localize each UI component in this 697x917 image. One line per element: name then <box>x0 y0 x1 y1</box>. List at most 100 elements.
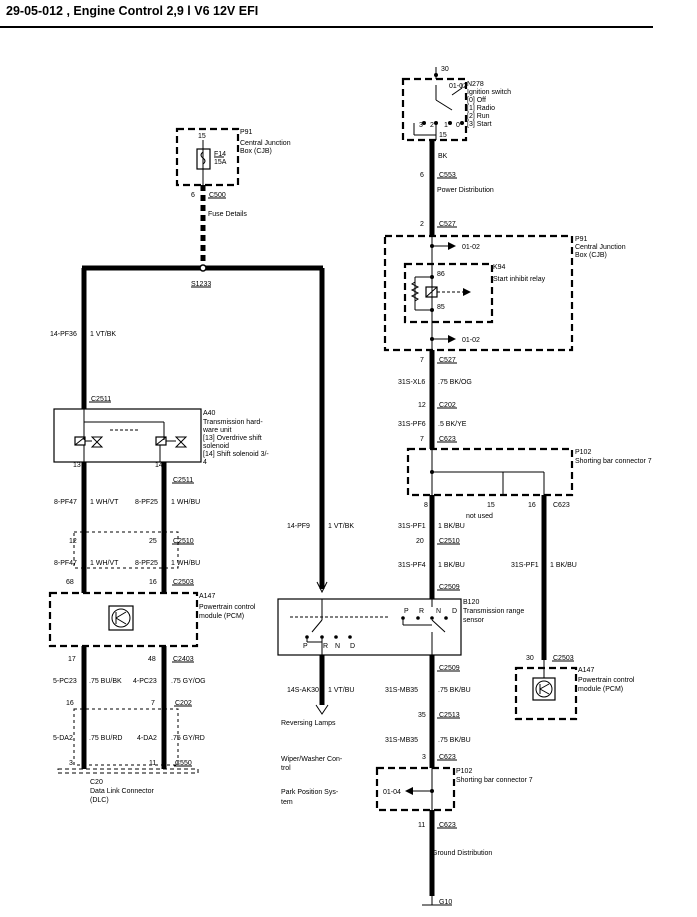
label-w14pf9c: 1 VT/BK <box>328 523 354 530</box>
a40-line5: [14] Shift solenoid 3/- <box>203 451 269 458</box>
label-c202a: C202 <box>439 402 456 409</box>
label-pin35: 35 <box>418 712 426 719</box>
n278-ref: 01-02 <box>449 83 467 90</box>
label-w4da2: 4-DA2 <box>137 735 157 742</box>
label-w8pf47bc: 1 WH/VT <box>90 560 119 567</box>
k94-pin86: 86 <box>437 271 445 278</box>
b120-p2: P <box>303 643 308 650</box>
label-reversing-lamps: Reversing Lamps <box>281 720 336 727</box>
a40-line1: Transmission hard- <box>203 419 263 426</box>
label-c2403: C2403 <box>173 656 194 663</box>
cjb-right-name2: Box (CJB) <box>575 252 607 259</box>
label-w14pf36: 14-PF36 <box>50 331 77 338</box>
label-pin3b: 3 <box>422 754 426 761</box>
label-c2513: C2513 <box>439 712 460 719</box>
n278-pin-30: 30 <box>441 66 449 73</box>
n278-c15: 15 <box>439 132 447 139</box>
b120-id: B120 <box>463 599 479 606</box>
dlc-line1: Data Link Connector <box>90 788 154 795</box>
b120-line2: sensor <box>463 617 485 624</box>
label-park-1: Park Position Sys- <box>281 789 339 796</box>
cjb-right: 01-02 P91 Central Junction Box (CJB) 86 … <box>383 234 626 352</box>
label-pin20: 20 <box>416 538 424 545</box>
label-w8pf47c: 1 WH/VT <box>90 499 119 506</box>
b120-r: R <box>419 608 424 615</box>
label-w31smb35bc: .75 BK/BU <box>438 737 471 744</box>
p102-top-p16: 16 <box>528 502 536 509</box>
cjb-left: 15 P91 Central Junction Box (CJB) F14 15… <box>175 127 291 187</box>
p102-bottom-name: Shorting bar connector 7 <box>456 777 533 784</box>
a40-line4: solenoid <box>203 443 229 450</box>
pcm-left-line2: module (PCM) <box>199 613 244 620</box>
label-c623a: C623 <box>439 436 456 443</box>
label-w31smb35c: .75 BK/BU <box>438 687 471 694</box>
label-c623c: C623 <box>439 754 456 761</box>
pcm-right-id: A147 <box>578 667 594 674</box>
p102-bottom-ref: 01-04 <box>383 789 401 796</box>
label-w8pf25bc: 1 WH/BU <box>171 560 200 567</box>
label-w31spf1b: 31S-PF1 <box>511 562 539 569</box>
g10-id: G10 <box>439 899 452 906</box>
label-c550: C550 <box>175 760 192 767</box>
n278-pos2: [2] Run <box>467 113 490 120</box>
label-wiper-1: Wiper/Washer Con- <box>281 756 343 763</box>
label-c2503a: C2503 <box>173 579 194 586</box>
label-w5pc23c: .75 BU/BK <box>89 678 122 685</box>
cjb-left-rating: 15A <box>214 159 227 166</box>
pcm-left: A147 Powertrain control module (PCM) <box>48 591 256 648</box>
label-pin6b: 6 <box>420 172 424 179</box>
shorting-bar-bottom: 01-04 P102 Shorting bar connector 7 <box>375 766 533 812</box>
n278-pos1: [1] Radio <box>467 105 495 112</box>
cjb-left-name1: Central Junction <box>240 140 291 147</box>
label-w4pc23c: .75 GY/OG <box>171 678 206 685</box>
label-pin16b: 16 <box>66 700 74 707</box>
a40-pin13: 13 <box>73 462 81 469</box>
label-c553: C553 <box>439 172 456 179</box>
title-divider <box>0 26 653 28</box>
label-w5da2c: .75 BU/RD <box>89 735 122 742</box>
k94-id: K94 <box>493 264 506 271</box>
b120-line1: Transmission range <box>463 608 524 615</box>
pcm-left-line1: Powertrain control <box>199 604 256 611</box>
n278-c0: 0 <box>456 122 460 129</box>
label-w31smb35b: 31S-MB35 <box>385 737 418 744</box>
label-w4da2c: .75 GY/RD <box>171 735 205 742</box>
label-pin2: 2 <box>420 221 424 228</box>
label-w31spf4c: 1 BK/BU <box>438 562 465 569</box>
label-pin3: 3 <box>69 760 73 767</box>
p102-top-name: Shorting bar connector 7 <box>575 458 652 465</box>
cjb-right-ref-top: 01-02 <box>462 244 480 251</box>
label-w31spf1ac: 1 BK/BU <box>438 523 465 530</box>
label-c2510: C2510 <box>173 538 194 545</box>
label-power-distribution: Power Distribution <box>437 187 494 194</box>
label-pin12: 12 <box>418 402 426 409</box>
label-wiper-2: trol <box>281 765 291 772</box>
cjb-left-id: P91 <box>240 129 253 136</box>
pcm-right-line2: module (PCM) <box>578 686 623 693</box>
label-w31spf6c: .5 BK/YE <box>438 421 467 428</box>
label-w8pf25: 8-PF25 <box>135 499 158 506</box>
cjb-left-name2: Box (CJB) <box>240 148 272 155</box>
label-w31spf1bc: 1 BK/BU <box>550 562 577 569</box>
pcm-right-line1: Powertrain control <box>578 677 635 684</box>
label-fuse-details: Fuse Details <box>208 211 247 218</box>
label-pin7a: 7 <box>420 357 424 364</box>
shorting-bar-top: P102 Shorting bar connector 7 8 15 16 no… <box>406 447 652 520</box>
k94-name: Start inhibit relay <box>493 276 546 283</box>
label-c500: C500 <box>209 192 226 199</box>
label-c2509: C2509 <box>439 584 460 591</box>
label-w14pf36c: 1 VT/BK <box>90 331 116 338</box>
label-w8pf25b: 8-PF25 <box>135 560 158 567</box>
label-w8pf47b: 8-PF47 <box>54 560 77 567</box>
label-c2511b: C2511 <box>173 477 193 484</box>
label-w31spf1a: 31S-PF1 <box>398 523 426 530</box>
label-park-2: tem <box>281 799 293 806</box>
label-w5pc23: 5-PC23 <box>53 678 77 685</box>
b120-n2: N <box>335 643 340 650</box>
transmission-hardware-unit: 13 14 A40 Transmission hard- ware unit [… <box>53 408 269 469</box>
label-w4pc23: 4-PC23 <box>133 678 157 685</box>
label-c2511: C2511 <box>91 396 111 403</box>
cjb-left-fuse: F14 <box>214 151 226 158</box>
cjb-right-name1: Central Junction <box>575 244 626 251</box>
label-ground-distribution: Ground Distribution <box>432 850 492 857</box>
